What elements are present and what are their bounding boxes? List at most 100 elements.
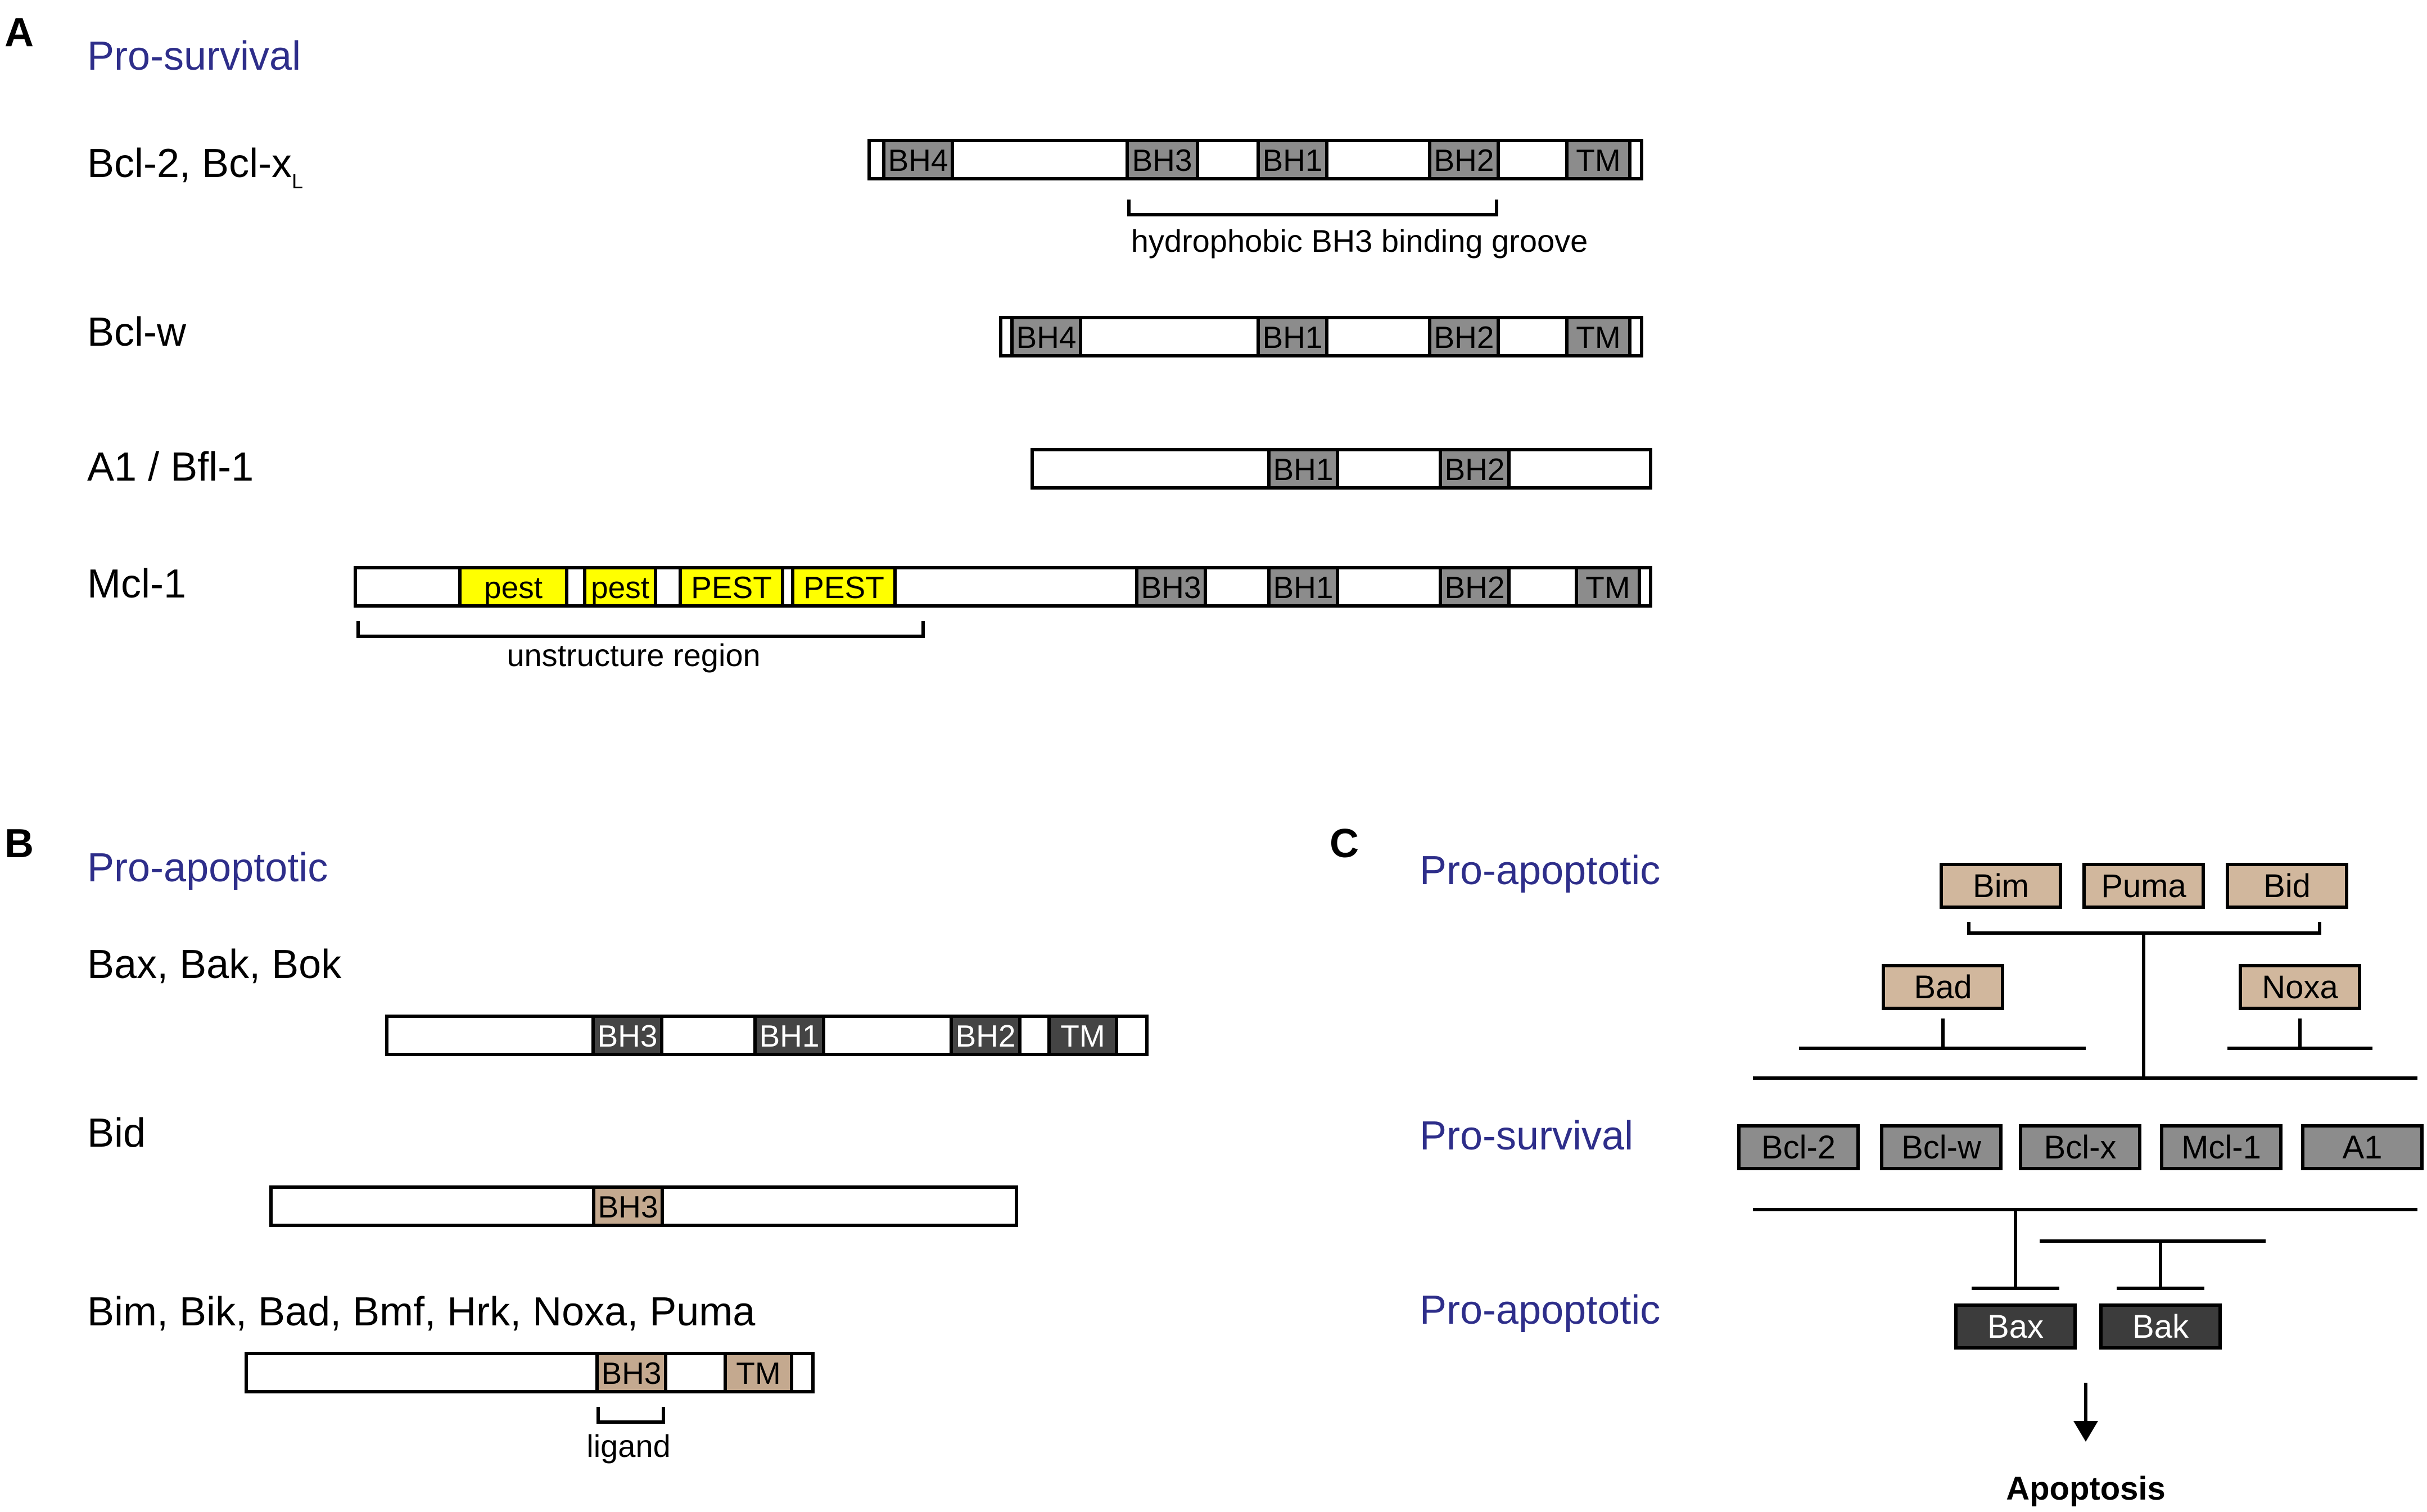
domain-tm-label: TM bbox=[736, 1356, 780, 1391]
domain-bh4-box bbox=[1010, 316, 1082, 357]
domain-bh1: BH1 bbox=[753, 1015, 825, 1056]
pro-survival-box-bclw: Bcl-w bbox=[1880, 1124, 2003, 1170]
domain-bh1: BH1 bbox=[1257, 316, 1328, 357]
domain-bh3: BH3 bbox=[592, 1185, 664, 1227]
effector-box-bax-rect bbox=[1954, 1303, 2077, 1350]
domain-bh3: BH3 bbox=[591, 1015, 663, 1056]
domain-bh1-box bbox=[1257, 316, 1328, 357]
bh3-only-box-bid: Bid bbox=[2226, 863, 2348, 909]
domain-bh3: BH3 bbox=[1135, 566, 1207, 608]
panel-c-title-bottom: Pro-apoptotic bbox=[1420, 1288, 1660, 1333]
domain-bh2: BH2 bbox=[1439, 448, 1511, 490]
panel-c-title-top: Pro-apoptotic bbox=[1420, 848, 1660, 893]
pro-survival-label-bclw: Bcl-w bbox=[1901, 1129, 1982, 1166]
domain-pest-2-box bbox=[583, 566, 657, 608]
effector-label-bak: Bak bbox=[2132, 1309, 2189, 1345]
domain-bh2-label: BH2 bbox=[1434, 320, 1494, 355]
domain-tm: TM bbox=[1575, 566, 1641, 608]
protein-bar bbox=[245, 1352, 815, 1393]
domain-bh3-label: BH3 bbox=[1132, 143, 1192, 178]
domain-bh2: BH2 bbox=[950, 1015, 1022, 1056]
pro-survival-label-bclx: Bcl-x bbox=[2044, 1129, 2117, 1166]
protein-label-mcl1: Mcl-1 bbox=[87, 562, 186, 606]
domain-pest-1-label: pest bbox=[484, 570, 543, 605]
domain-bh1-label: BH1 bbox=[1263, 320, 1323, 355]
panel-a: A Pro-survival Bcl-2, Bcl-xL BH4 BH3 BH1… bbox=[4, 10, 1652, 673]
domain-tm-box bbox=[1575, 566, 1641, 608]
unstructured-label: unstructure region bbox=[507, 637, 760, 673]
pro-survival-box-mcl1: Mcl-1 bbox=[2160, 1124, 2283, 1170]
effector-label-bax: Bax bbox=[1987, 1309, 2044, 1345]
bh3-only-box-bid-rect bbox=[2226, 863, 2348, 909]
protein-a1-bfl1: A1 / Bfl-1 BH1 BH2 bbox=[87, 445, 1652, 490]
protein-mcl1: Mcl-1 pest pest PEST PEST BH3 bbox=[87, 562, 1652, 673]
unstructured-bracket bbox=[356, 621, 925, 638]
domain-pest-1-box bbox=[458, 566, 568, 608]
pro-survival-box-bclx: Bcl-x bbox=[2019, 1124, 2141, 1170]
domain-bh1-label: BH1 bbox=[1273, 570, 1334, 605]
domain-bh3-box bbox=[1135, 566, 1207, 608]
effector-box-bax: Bax bbox=[1954, 1303, 2077, 1350]
protein-bcl2-bclxl: Bcl-2, Bcl-xL BH4 BH3 BH1 BH2 TM bbox=[87, 139, 1643, 259]
domain-bh1-label: BH1 bbox=[760, 1018, 820, 1053]
domain-bh2-box bbox=[1428, 139, 1500, 180]
panel-c-title-middle: Pro-survival bbox=[1420, 1113, 1633, 1158]
domain-bh2-box bbox=[1439, 448, 1511, 490]
domain-bh2: BH2 bbox=[1428, 316, 1500, 357]
domain-bh2-label: BH2 bbox=[1445, 452, 1505, 487]
domain-pest-4-label: PEST bbox=[803, 570, 884, 605]
domain-pest-2: pest bbox=[583, 566, 657, 608]
ligand-bracket bbox=[596, 1407, 665, 1424]
protein-bid: Bid BH3 bbox=[87, 1111, 1018, 1227]
domain-tm-label: TM bbox=[1060, 1018, 1105, 1053]
bh3-only-box-bad-rect bbox=[1882, 964, 2004, 1010]
domain-bh1-label: BH1 bbox=[1263, 143, 1323, 178]
effector-box-bak: Bak bbox=[2099, 1303, 2222, 1350]
domain-tm-label: TM bbox=[1576, 320, 1620, 355]
domain-bh2-box bbox=[1439, 566, 1511, 608]
domain-tm-label: TM bbox=[1576, 143, 1620, 178]
domain-bh2-label: BH2 bbox=[956, 1018, 1016, 1053]
domain-tm-box bbox=[1565, 316, 1631, 357]
domain-bh3-label: BH3 bbox=[598, 1018, 658, 1053]
domain-pest-2-label: pest bbox=[591, 570, 649, 605]
domain-tm: TM bbox=[724, 1352, 793, 1393]
domain-bh3-label: BH3 bbox=[602, 1356, 662, 1391]
domain-bh3-box bbox=[595, 1352, 667, 1393]
apoptosis-label: Apoptosis bbox=[2006, 1470, 2166, 1507]
pro-survival-label-mcl1: Mcl-1 bbox=[2181, 1129, 2261, 1166]
bh3-only-label-bim: Bim bbox=[1973, 868, 2029, 904]
domain-bh1-label: BH1 bbox=[1273, 452, 1334, 487]
protein-label-bax: Bax, Bak, Bok bbox=[87, 942, 342, 987]
apoptosis-arrow-head bbox=[2073, 1421, 2098, 1442]
domain-bh4: BH4 bbox=[882, 139, 954, 180]
bh3-only-label-noxa: Noxa bbox=[2262, 969, 2338, 1006]
protein-label-a1: A1 / Bfl-1 bbox=[87, 445, 254, 490]
protein-bclw: Bcl-w BH4 BH1 BH2 TM bbox=[87, 310, 1643, 357]
bh3-only-box-noxa-rect bbox=[2239, 964, 2361, 1010]
panel-a-letter: A bbox=[4, 10, 34, 55]
domain-bh3: BH3 bbox=[595, 1352, 667, 1393]
bh3-only-box-puma-rect bbox=[2082, 863, 2205, 909]
pro-survival-box-bclw-rect bbox=[1880, 1124, 2003, 1170]
domain-bh4-box bbox=[882, 139, 954, 180]
domain-tm-box bbox=[724, 1352, 793, 1393]
protein-bar bbox=[1031, 448, 1652, 490]
domain-tm: TM bbox=[1047, 1015, 1118, 1056]
protein-label-bim: Bim, Bik, Bad, Bmf, Hrk, Noxa, Puma bbox=[87, 1289, 756, 1334]
domain-bh1-box bbox=[753, 1015, 825, 1056]
effector-box-bak-rect bbox=[2099, 1303, 2222, 1350]
panel-a-title: Pro-survival bbox=[87, 34, 301, 79]
domain-bh3: BH3 bbox=[1126, 139, 1199, 180]
bh3-only-box-noxa: Noxa bbox=[2239, 964, 2361, 1010]
domain-bh4: BH4 bbox=[1010, 316, 1082, 357]
domain-bh2-label: BH2 bbox=[1434, 143, 1494, 178]
domain-bh1-box bbox=[1267, 566, 1339, 608]
domain-bh1: BH1 bbox=[1257, 139, 1328, 180]
domain-pest-4-box bbox=[791, 566, 897, 608]
pro-survival-box-mcl1-rect bbox=[2160, 1124, 2283, 1170]
domain-bh2-box bbox=[950, 1015, 1022, 1056]
domain-tm-box bbox=[1047, 1015, 1118, 1056]
domain-pest-4: PEST bbox=[791, 566, 897, 608]
panel-b-title: Pro-apoptotic bbox=[87, 845, 328, 890]
